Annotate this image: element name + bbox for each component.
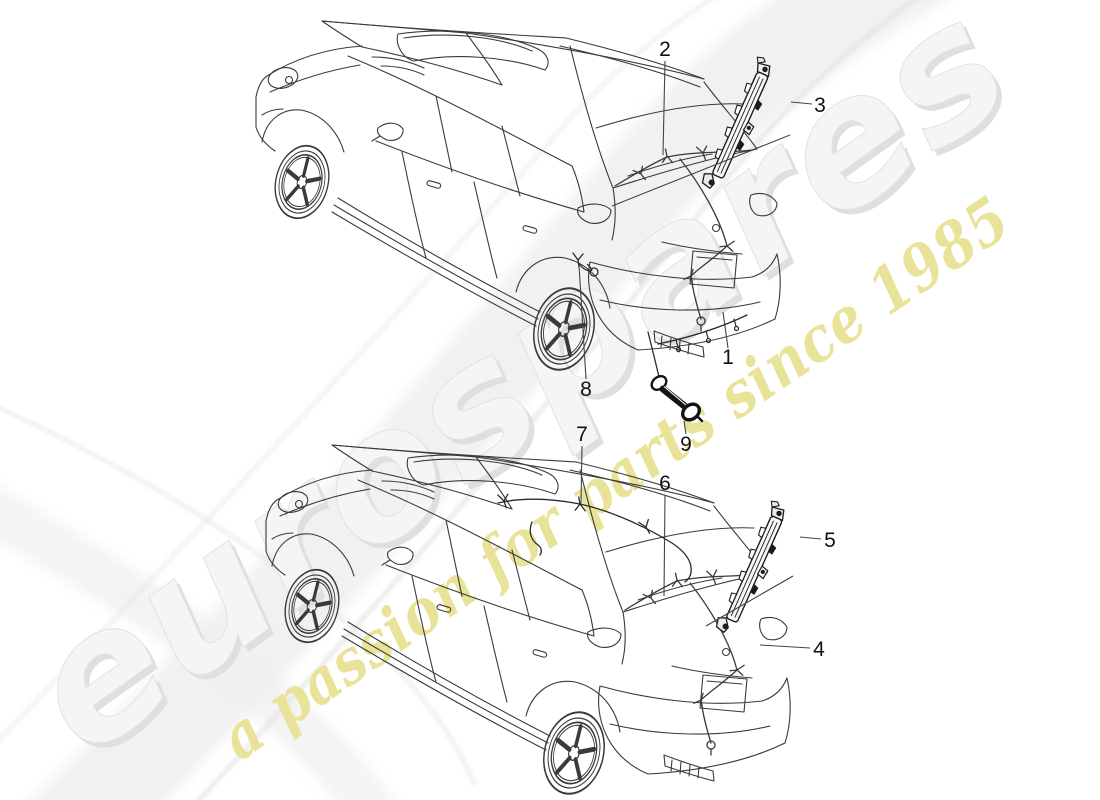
callout-label-5: 5	[824, 529, 836, 552]
callout-label-6: 6	[659, 472, 671, 495]
bottom-car-roof-harness	[497, 492, 692, 583]
part-9-bracket	[650, 374, 704, 423]
callout-label-1: 1	[722, 346, 734, 369]
leader-3	[790, 101, 813, 105]
leader-4	[759, 644, 811, 649]
leader-8	[578, 264, 587, 380]
callout-label-4: 4	[813, 638, 825, 661]
leader-3-diagonal	[611, 134, 791, 207]
callout-label-7: 7	[576, 423, 588, 446]
callout-label-9: 9	[680, 433, 692, 456]
part-5-harness-strip	[713, 498, 796, 640]
leader-2	[662, 60, 666, 156]
swoosh-ribbon	[0, 0, 946, 800]
leader-7	[580, 445, 583, 505]
callout-label-3: 3	[814, 94, 826, 117]
leader-5-diagonal	[705, 575, 794, 627]
leader-9	[683, 420, 687, 435]
callout-label-2: 2	[659, 38, 671, 61]
brand-watermark-text: eurospares	[0, 0, 1046, 795]
callout-label-8: 8	[580, 378, 592, 401]
callout-leader-lines	[578, 60, 822, 649]
top-car-harness	[572, 252, 748, 378]
leader-1	[722, 311, 729, 349]
callout-labels: 1 2 3 4 5 6 7 8 9	[576, 38, 836, 661]
leader-5	[799, 536, 822, 540]
brand-watermark: eurospares eurospares a passion for part…	[0, 0, 1051, 799]
leader-6	[663, 494, 666, 597]
